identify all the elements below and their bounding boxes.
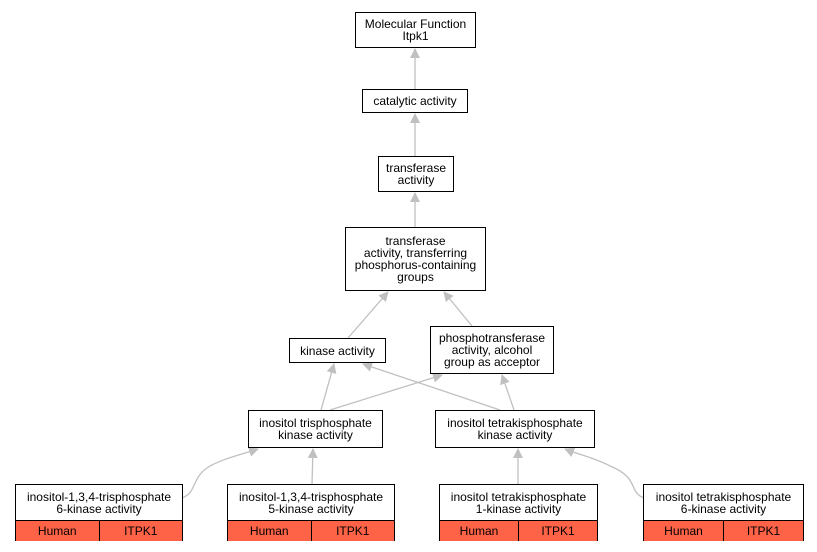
node-transferase-activity[interactable]: transferase activity xyxy=(378,156,454,192)
annotation-row: Human ITPK1 xyxy=(644,520,803,541)
species-cell[interactable]: Human xyxy=(644,521,723,541)
node-phosphotransferase-alcohol-acceptor[interactable]: phosphotransferase activity, alcohol gro… xyxy=(430,326,554,374)
edge-leaf2-to-ip3 xyxy=(307,448,318,485)
node-catalytic-activity[interactable]: catalytic activity xyxy=(362,89,468,113)
leaf-itp-6-kinase[interactable]: inositol-1,3,4-trisphosphate 6-kinase ac… xyxy=(15,484,183,541)
edge-ip4-to-phosphotransferase xyxy=(500,374,515,411)
edge-kinase-to-phosphogroups xyxy=(347,291,389,339)
leaf-ip4-6-kinase[interactable]: inositol tetrakisphosphate 6-kinase acti… xyxy=(643,484,804,541)
leaf-itp-5-kinase[interactable]: inositol-1,3,4-trisphosphate 5-kinase ac… xyxy=(227,484,395,541)
node-molecular-function-root[interactable]: Molecular Function Itpk1 xyxy=(355,12,476,48)
annotation-row: Human ITPK1 xyxy=(440,520,597,541)
annotation-row: Human ITPK1 xyxy=(228,520,394,541)
edge-phosphotransferase-to-phosphogroups xyxy=(443,291,473,327)
node-inositol-tetrakisphosphate-kinase[interactable]: inositol tetrakisphosphate kinase activi… xyxy=(435,410,595,448)
annotation-row: Human ITPK1 xyxy=(16,520,182,541)
edge-ip3-to-phosphotransferase xyxy=(329,372,443,411)
edge-ip4-to-kinase xyxy=(362,362,501,411)
node-kinase-activity[interactable]: kinase activity xyxy=(289,338,386,363)
leaf-label: inositol-1,3,4-trisphosphate 5-kinase ac… xyxy=(238,489,384,516)
edge-leaf1-to-ip3 xyxy=(181,447,259,499)
edge-ip3-to-kinase xyxy=(320,363,337,411)
leaf-label: inositol tetrakisphosphate 1-kinase acti… xyxy=(450,489,587,516)
edge-leaf4-to-ip4 xyxy=(564,447,645,499)
node-transferring-phosphorus-groups[interactable]: transferase activity, transferring phosp… xyxy=(345,227,486,291)
gene-cell[interactable]: ITPK1 xyxy=(723,521,803,541)
species-cell[interactable]: Human xyxy=(228,521,311,541)
species-cell[interactable]: Human xyxy=(440,521,518,541)
gene-cell[interactable]: ITPK1 xyxy=(518,521,597,541)
gene-cell[interactable]: ITPK1 xyxy=(310,521,394,541)
leaf-ip4-1-kinase[interactable]: inositol tetrakisphosphate 1-kinase acti… xyxy=(439,484,598,541)
species-cell[interactable]: Human xyxy=(16,521,99,541)
gene-cell[interactable]: ITPK1 xyxy=(98,521,182,541)
leaf-label: inositol tetrakisphosphate 6-kinase acti… xyxy=(655,489,792,516)
leaf-label: inositol-1,3,4-trisphosphate 6-kinase ac… xyxy=(26,489,172,516)
node-inositol-trisphosphate-kinase[interactable]: inositol trisphosphate kinase activity xyxy=(248,410,383,448)
